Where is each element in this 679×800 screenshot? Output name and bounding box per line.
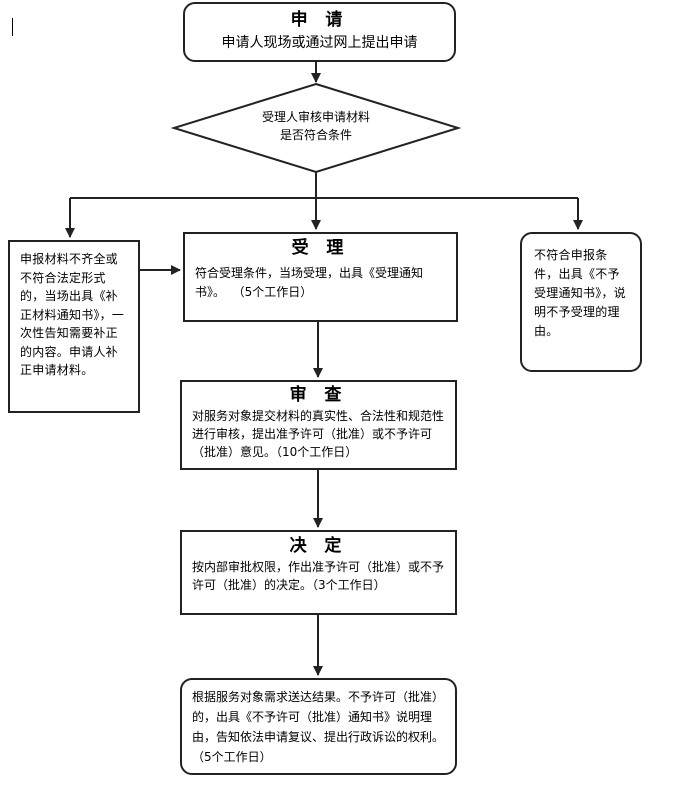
decide-title: 决 定 [289, 536, 348, 556]
reject-box: 不符合申报条件，出具《不予受理通知书》，说明不予受理的理由。 [520, 232, 642, 372]
accept-box: 受 理 符合受理条件，当场受理，出具《受理通知书》。 （5个工作日） [183, 232, 458, 322]
deliver-box: 根据服务对象需求送达结果。不予许可（批准）的，出具《不予许可（批准）通知书》说明… [180, 678, 457, 775]
accept-title: 受 理 [291, 238, 350, 258]
examine-text: 对服务对象提交材料的真实性、合法性和规范性进行审核，提出准予许可（批准）或不予许… [192, 409, 445, 459]
review-decision-line2: 是否符合条件 [279, 128, 352, 142]
examine-box: 审 查 对服务对象提交材料的真实性、合法性和规范性进行审核，提出准予许可（批准）… [180, 380, 457, 470]
accept-text: 符合受理条件，当场受理，出具《受理通知书》。 （5个工作日） [195, 266, 424, 299]
supplement-text: 申报材料不齐全或不符合法定形式的，当场出具《补正材料通知书》，一次性告知需要补正… [20, 252, 125, 377]
decide-box: 决 定 按内部审批权限，作出准予许可（批准）或不予许可（批准）的决定。（3个工作… [180, 530, 457, 615]
review-decision-text: 受理人审核申请材料 是否符合条件 [216, 108, 416, 144]
supplement-box: 申报材料不齐全或不符合法定形式的，当场出具《补正材料通知书》，一次性告知需要补正… [8, 240, 140, 413]
decide-text: 按内部审批权限，作出准予许可（批准）或不予许可（批准）的决定。（3个工作日） [192, 560, 445, 592]
review-decision-line1: 受理人审核申请材料 [261, 110, 370, 124]
apply-title: 申 请 [290, 10, 349, 30]
apply-box: 申 请 申请人现场或通过网上提出申请 [183, 2, 456, 62]
apply-text: 申请人现场或通过网上提出申请 [221, 35, 418, 51]
examine-title: 审 查 [289, 385, 348, 405]
cursor-mark [12, 18, 13, 36]
deliver-text: 根据服务对象需求送达结果。不予许可（批准）的，出具《不予许可（批准）通知书》说明… [192, 690, 445, 764]
reject-text: 不符合申报条件，出具《不予受理通知书》，说明不予受理的理由。 [534, 248, 626, 338]
